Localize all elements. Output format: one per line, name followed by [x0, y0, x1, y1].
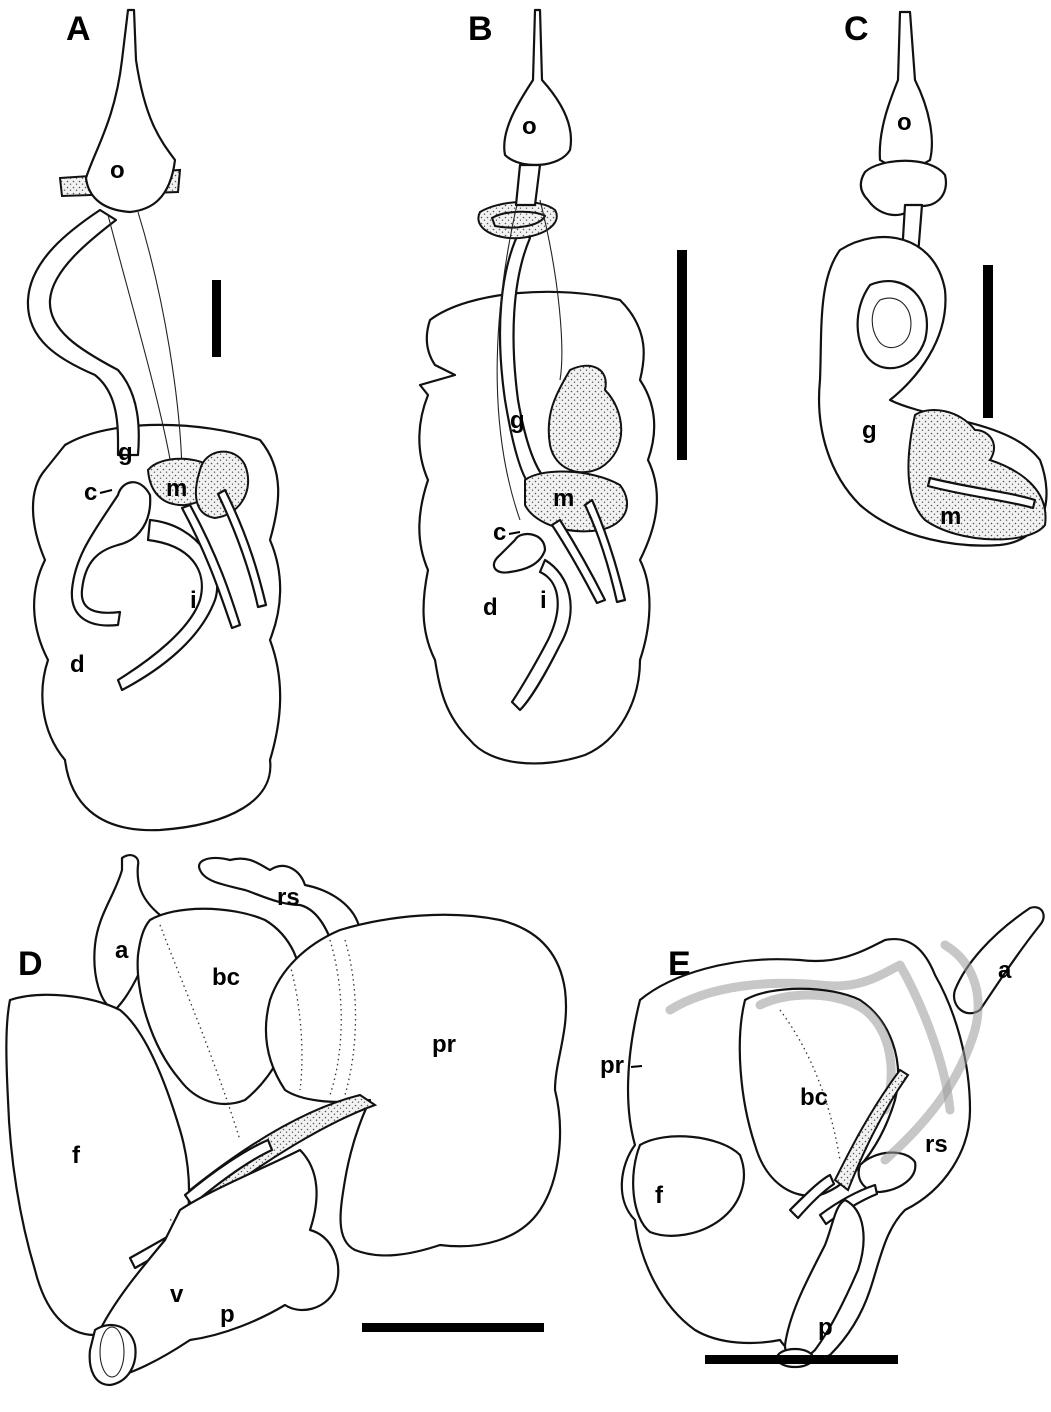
label-b-m: m [553, 485, 574, 512]
label-a-g: g [118, 439, 133, 466]
scale-bar-b [677, 250, 687, 460]
label-b-i: i [540, 587, 547, 614]
label-c-g: g [862, 417, 877, 444]
panel-b: B o g m c i d [419, 10, 687, 763]
gland-coil-inner-c [858, 281, 927, 368]
buccal-mass-c [861, 161, 946, 215]
label-d-pr: pr [432, 1031, 456, 1058]
label-b-d: d [483, 594, 498, 621]
genital-atrium-d [90, 1325, 136, 1385]
label-a-i: i [190, 587, 197, 614]
label-d-a: a [115, 937, 129, 964]
label-b-o: o [522, 113, 537, 140]
panel-letter-d: D [18, 945, 43, 983]
label-e-bc: bc [800, 1084, 828, 1111]
panel-e: E a pr bc rs f p [600, 907, 1044, 1367]
panel-letter-b: B [468, 10, 493, 48]
label-a-d: d [70, 651, 85, 678]
label-d-rs: rs [277, 884, 300, 911]
label-d-f: f [72, 1142, 81, 1169]
label-a-m: m [166, 475, 187, 502]
esophagus-a [28, 210, 139, 455]
panel-c: C o g m [819, 10, 1046, 546]
scale-bar-e [705, 1355, 898, 1364]
label-a-o: o [110, 157, 125, 184]
scale-bar-c [983, 265, 993, 418]
label-e-f: f [655, 1182, 664, 1209]
oral-tube-b [504, 10, 571, 165]
scale-bar-d [362, 1323, 544, 1332]
label-d-v: v [170, 1281, 184, 1308]
label-b-c: c [493, 519, 506, 546]
label-e-pr: pr [600, 1052, 624, 1079]
oral-stalk-b [516, 165, 540, 205]
label-b-g: g [510, 407, 525, 434]
label-c-m: m [940, 503, 961, 530]
panel-letter-a: A [66, 10, 91, 48]
label-e-p: p [818, 1314, 833, 1341]
label-d-p: p [220, 1301, 235, 1328]
label-e-a: a [998, 957, 1012, 984]
scale-bar-a [212, 280, 221, 357]
label-d-bc: bc [212, 964, 240, 991]
digestive-gland-b [419, 292, 657, 764]
oral-tube-c [880, 12, 932, 168]
panel-a: A o g c m i d [28, 10, 280, 830]
oral-tube-a [86, 10, 175, 212]
panel-letter-c: C [844, 10, 869, 48]
label-c-o: o [897, 109, 912, 136]
panel-d: D rs a bc pr f v p [6, 855, 566, 1385]
label-a-c: c [84, 479, 97, 506]
label-e-rs: rs [925, 1131, 948, 1158]
leader-e-pr [631, 1066, 642, 1067]
